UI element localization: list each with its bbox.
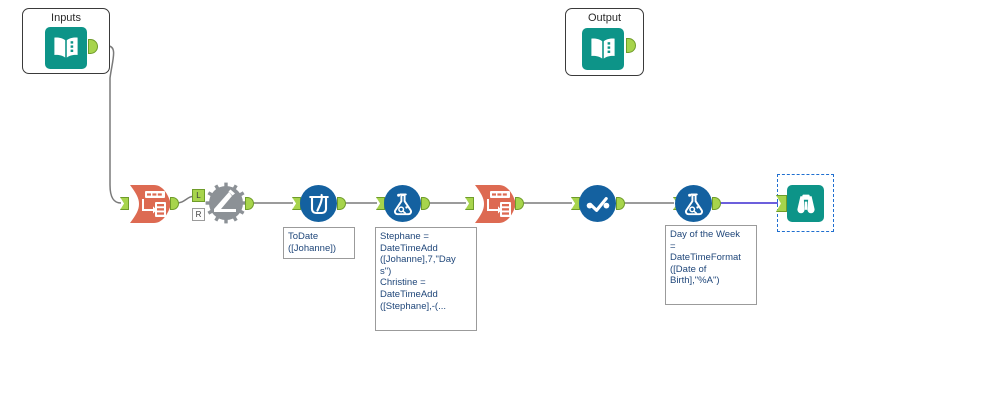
macro-gear-right-input-anchor[interactable]: R [192,208,205,221]
output-container[interactable]: Output [565,8,644,76]
browse-binoculars-icon[interactable] [787,185,824,222]
browse-selection-marquee [777,174,834,232]
select-beaker-output-anchor[interactable] [337,197,346,210]
annotation-formula-2[interactable]: Day of the Week = DateTimeFormat ([Date … [665,225,757,305]
select-check-icon[interactable] [579,185,616,222]
annotation-todate[interactable]: ToDate ([Johanne]) [283,227,355,259]
inputs-container-title: Inputs [51,12,81,24]
book-tool-icon[interactable] [581,28,624,70]
select-beaker-icon[interactable] [300,185,337,222]
formula-flask-icon[interactable] [675,185,712,222]
input-data-1-output-anchor[interactable] [170,197,179,210]
inputs-container-output-anchor[interactable] [88,39,98,54]
annotation-formula-1[interactable]: Stephane = DateTimeAdd ([Johanne],7,"Day… [375,227,477,331]
output-container-output-anchor[interactable] [626,38,636,53]
select-fields-output-anchor[interactable] [616,197,625,210]
input-data-2-output-anchor[interactable] [515,197,524,210]
inputs-container[interactable]: Inputs [22,8,110,74]
input-data-icon[interactable] [128,184,172,224]
macro-gear-left-input-anchor[interactable]: L [192,189,205,202]
book-tool-icon[interactable] [45,27,87,69]
formula-2-output-anchor[interactable] [712,197,721,210]
input-data-icon[interactable] [473,184,517,224]
formula-1-output-anchor[interactable] [421,197,430,210]
formula-flask-icon[interactable] [384,185,421,222]
macro-gear-output-anchor[interactable] [245,197,254,210]
macro-gear-icon[interactable] [205,182,247,224]
output-container-title: Output [587,12,622,24]
